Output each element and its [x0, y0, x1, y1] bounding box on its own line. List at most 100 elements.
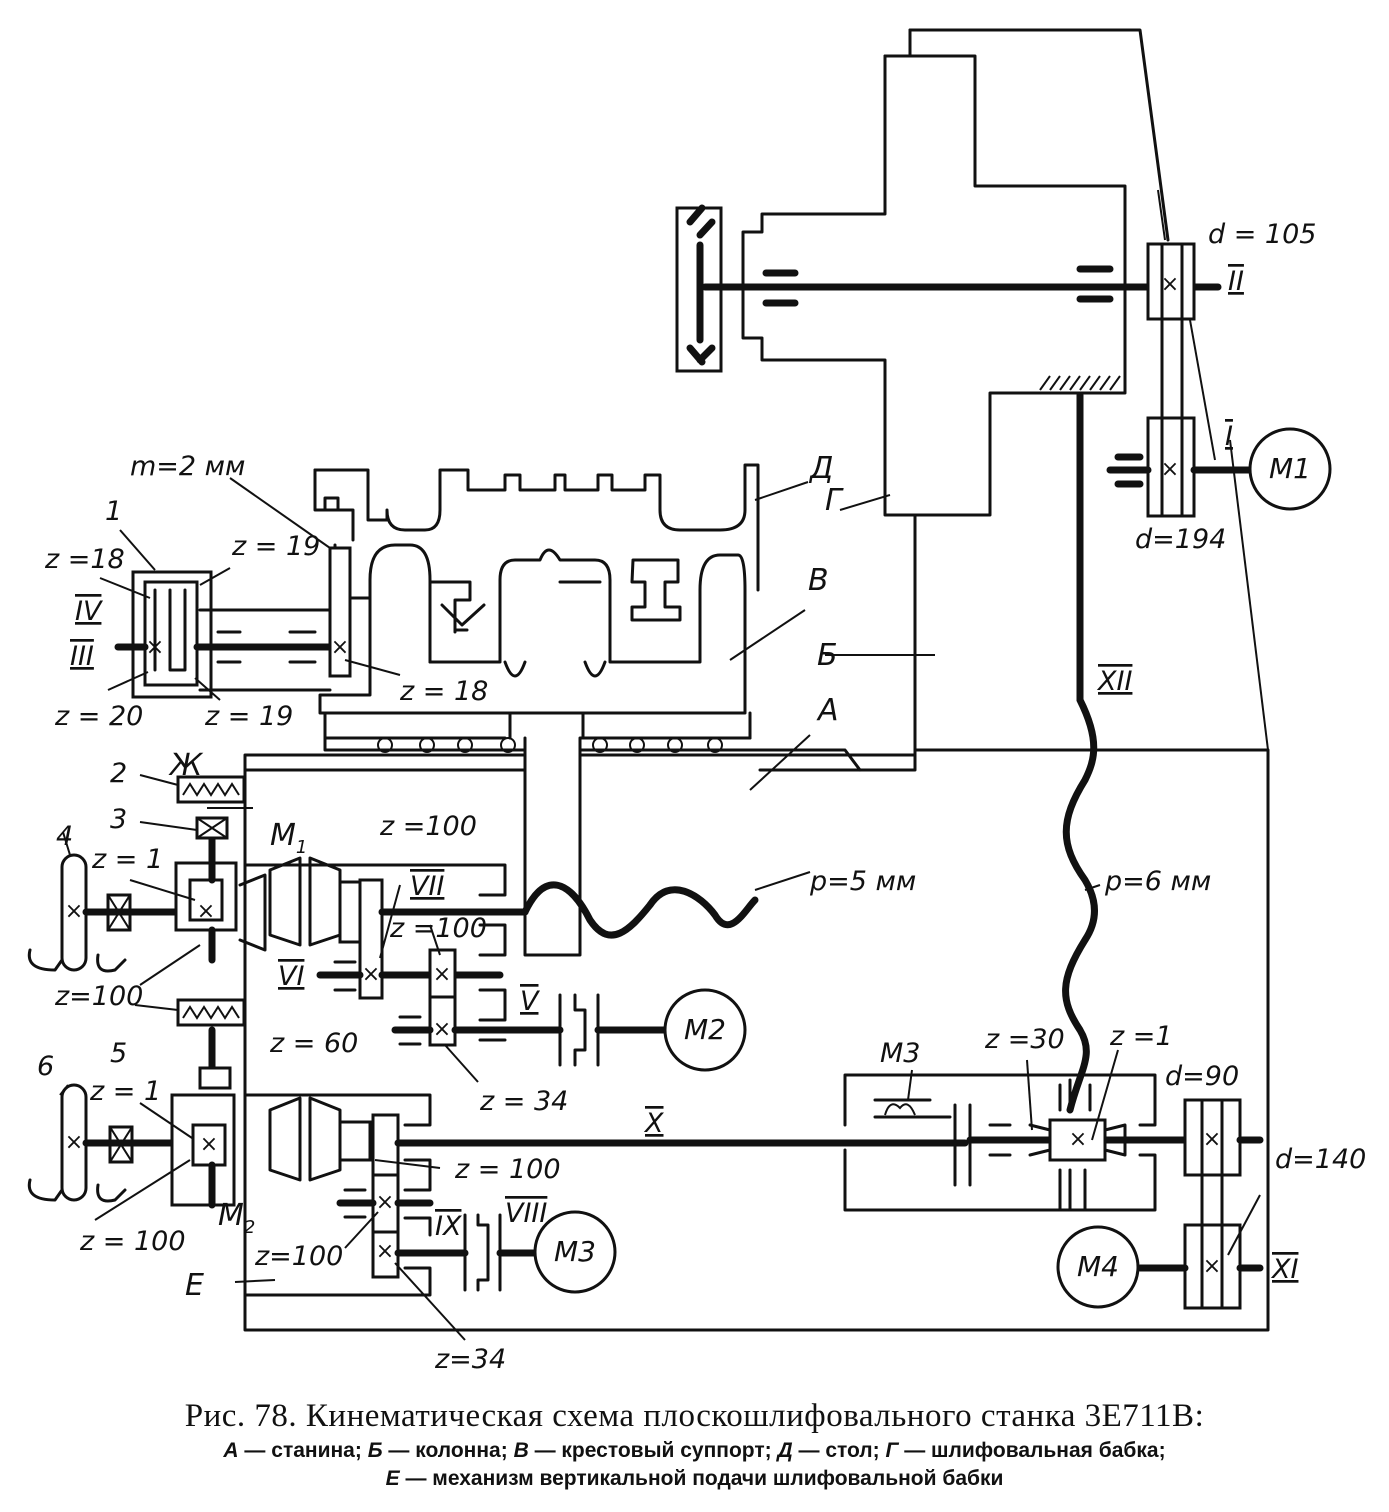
- param-p6: p=6 мм: [1104, 866, 1211, 897]
- caption-legend-line1: А — станина; Б — колонна; В — крестовый …: [223, 1439, 1166, 1462]
- svg-text:×: ×: [65, 899, 83, 924]
- clutch-m1-assembly: × × ×: [238, 856, 669, 1067]
- gear-z18-top: z =18: [44, 544, 125, 575]
- gear-z100-lower-worm: z = 100: [79, 1226, 186, 1257]
- svg-text:×: ×: [146, 635, 164, 660]
- svg-text:×: ×: [362, 962, 380, 987]
- table-and-cross-slide: [313, 463, 760, 715]
- belt-drive-main: × ×: [1106, 242, 1254, 518]
- gearbox-1: × ×: [114, 546, 352, 699]
- gear-z19-top: z = 19: [231, 531, 320, 562]
- leader-lines: [59, 189, 1261, 1341]
- param-d194: d=194: [1135, 524, 1226, 555]
- svg-text:×: ×: [1161, 272, 1179, 297]
- shaft-I: I: [1225, 421, 1233, 452]
- label-D: Д: [808, 451, 833, 486]
- param-d140: d=140: [1275, 1144, 1366, 1175]
- callout-3: 3: [110, 804, 127, 835]
- shaft-VI: VI: [278, 961, 304, 992]
- label-M1-clutch: M1: [270, 818, 307, 858]
- label-M3-magnet: M3: [880, 1038, 920, 1069]
- motor-m4: M4: [1056, 1225, 1140, 1309]
- motor-m1: M1: [1248, 427, 1332, 511]
- callout-5: 5: [110, 1038, 127, 1069]
- gear-z1-upper: z = 1: [91, 844, 163, 875]
- param-d105: d = 105: [1208, 219, 1316, 250]
- handwheel-4-assembly: × ×: [27, 775, 246, 973]
- param-p5: p=5 мм: [809, 866, 916, 897]
- motor-m3-label: M3: [554, 1235, 596, 1268]
- label-B: Б: [817, 638, 838, 673]
- gear-z100-v: z =100: [389, 913, 487, 944]
- shaft-VII: VII: [410, 871, 444, 902]
- label-V: В: [808, 563, 829, 598]
- handwheel-6-assembly: × ×: [27, 998, 246, 1209]
- param-module: m=2 мм: [130, 451, 245, 482]
- param-d90: d=90: [1165, 1061, 1239, 1092]
- shaft-XI: XI: [1270, 1254, 1298, 1285]
- grinding-head-outline: [741, 28, 1269, 772]
- lead-screw-p5: [521, 881, 759, 939]
- label-Zh: Ж: [168, 748, 204, 783]
- callout-4: 4: [56, 821, 73, 852]
- svg-text:×: ×: [200, 1132, 218, 1157]
- svg-text:×: ×: [376, 1190, 394, 1215]
- shaft-II: II: [1228, 266, 1244, 297]
- svg-text:×: ×: [376, 1239, 394, 1264]
- slideways-rollers: [323, 711, 862, 957]
- svg-text:×: ×: [433, 1017, 451, 1042]
- shaft-III: III: [70, 641, 94, 672]
- svg-text:×: ×: [197, 899, 215, 924]
- svg-text:×: ×: [65, 1130, 83, 1155]
- gear-z100-vii: z =100: [379, 811, 477, 842]
- gear-z20: z = 20: [54, 701, 143, 732]
- hatched-slideway: [1039, 375, 1121, 391]
- gear-z19-bot: z = 19: [204, 701, 293, 732]
- caption-legend-line2: Е — механизм вертикальной подачи шлифова…: [385, 1467, 1004, 1490]
- callout-2: 2: [110, 758, 127, 789]
- gear-z34-lower: z=34: [434, 1344, 506, 1375]
- belt-drive-m4: × ×: [1136, 1098, 1264, 1310]
- callout-6: 6: [37, 1051, 54, 1082]
- gear-z30: z =30: [984, 1024, 1065, 1055]
- svg-text:×: ×: [433, 962, 451, 987]
- svg-text:×: ×: [1069, 1127, 1087, 1152]
- shaft-IV: IV: [75, 596, 104, 627]
- gear-z1-lower: z = 1: [89, 1076, 161, 1107]
- cross-feed-gearbox: ×: [843, 1073, 1189, 1212]
- label-A: А: [816, 693, 839, 728]
- shaft-X: X: [643, 1108, 664, 1139]
- figure-caption: Рис. 78. Кинематическая схема плоскошлиф…: [0, 1395, 1389, 1493]
- motor-m3: M3: [533, 1210, 617, 1294]
- clutch-m2-assembly: × ×: [243, 1093, 969, 1297]
- svg-text:×: ×: [331, 635, 349, 660]
- svg-text:×: ×: [1161, 457, 1179, 482]
- gear-z18-rack: z = 18: [399, 676, 488, 707]
- shaft-V: V: [520, 986, 541, 1017]
- callout-1: 1: [105, 496, 122, 527]
- spindle-shaft-II: [701, 265, 1222, 307]
- label-M2-clutch: M2: [218, 1198, 255, 1238]
- gear-z60: z = 60: [269, 1028, 358, 1059]
- caption-title: Рис. 78. Кинематическая схема плоскошлиф…: [184, 1398, 1205, 1434]
- motor-m2-label: M2: [684, 1013, 726, 1046]
- gear-z100-ix: z=100: [254, 1241, 343, 1272]
- kinematic-diagram: × × M1 ×: [27, 28, 1366, 1375]
- gear-z1-worm: z =1: [1109, 1021, 1173, 1052]
- gear-z100-upper-worm: z=100: [54, 981, 143, 1012]
- motor-m4-label: M4: [1077, 1250, 1119, 1283]
- gear-z34-upper: z = 34: [479, 1086, 568, 1117]
- motor-m2: M2: [663, 988, 747, 1072]
- shaft-XII: XII: [1096, 666, 1132, 697]
- grinding-wheel: [675, 204, 723, 373]
- lead-screw-p6: [1062, 391, 1098, 1114]
- svg-text:×: ×: [1203, 1127, 1221, 1152]
- base-outline: [243, 748, 1270, 1332]
- gear-z100-x: z = 100: [454, 1154, 561, 1185]
- label-E: Е: [185, 1268, 204, 1303]
- motor-m1-label: M1: [1269, 452, 1311, 485]
- labels: Д Г В Б А Е Ж M1 M2 M3 1 2 3 4 5 6 II I …: [37, 219, 1366, 1375]
- svg-text:×: ×: [1203, 1254, 1221, 1279]
- shaft-IX: IX: [435, 1211, 462, 1242]
- shaft-VIII: VIII: [505, 1198, 547, 1229]
